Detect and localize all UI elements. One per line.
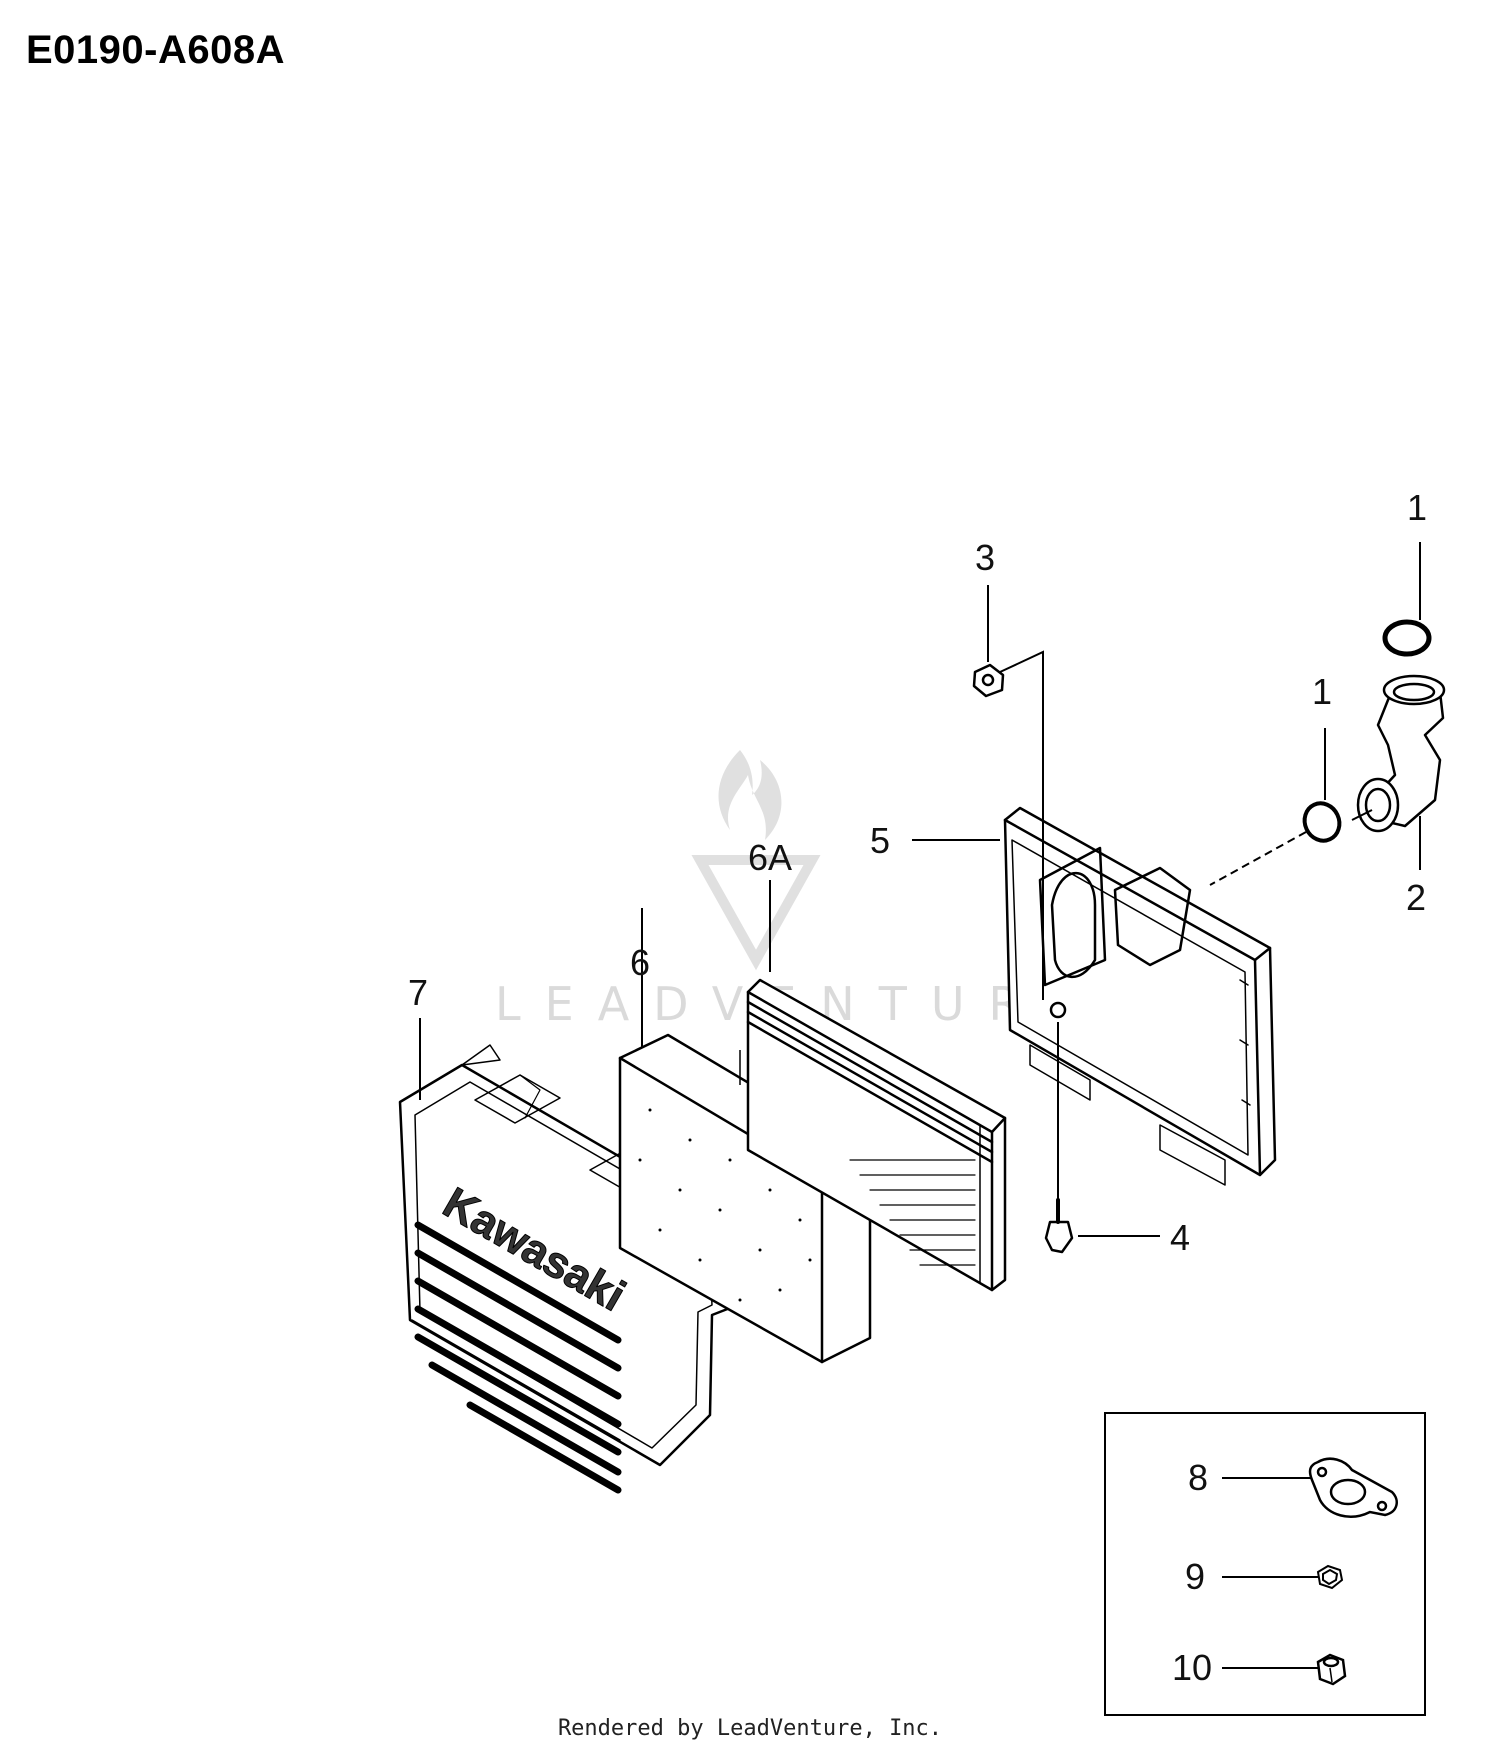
part-1-oring-middle — [1302, 801, 1342, 843]
callout-9: 9 — [1185, 1556, 1205, 1597]
diagram-title: E0190-A608A — [26, 28, 285, 72]
callout-2: 2 — [1406, 877, 1426, 918]
part-2-elbow — [1356, 674, 1446, 833]
callout-1-top: 1 — [1407, 487, 1427, 528]
callout-6a: 6A — [748, 837, 792, 878]
part-10-hex-nut — [1316, 1653, 1347, 1686]
footer-credit: Rendered by LeadVenture, Inc. — [557, 1716, 943, 1741]
callout-5: 5 — [870, 820, 890, 861]
callout-3: 3 — [975, 537, 995, 578]
callout-8: 8 — [1188, 1457, 1208, 1498]
part-6a-paper-element — [746, 978, 1007, 1292]
callout-7: 7 — [408, 972, 428, 1013]
callout-4: 4 — [1170, 1217, 1190, 1258]
part-4-bolt — [1044, 1198, 1074, 1254]
callout-10: 10 — [1172, 1647, 1212, 1688]
callout-6: 6 — [630, 942, 650, 983]
leader-lines — [419, 542, 1421, 1669]
part-9-washer — [1316, 1564, 1344, 1590]
watermark-v-icon — [691, 855, 821, 971]
part-1-oring-top — [1382, 619, 1432, 657]
part-8-gasket — [1308, 1457, 1398, 1518]
inset-box — [1104, 1412, 1426, 1716]
part-5-base-plate — [1003, 806, 1277, 1186]
part-7-cover: Kawasaki — [398, 1044, 732, 1494]
part-3-nut — [972, 663, 1005, 698]
callout-1-middle: 1 — [1312, 671, 1332, 712]
watermark-flame-icon — [718, 750, 782, 840]
